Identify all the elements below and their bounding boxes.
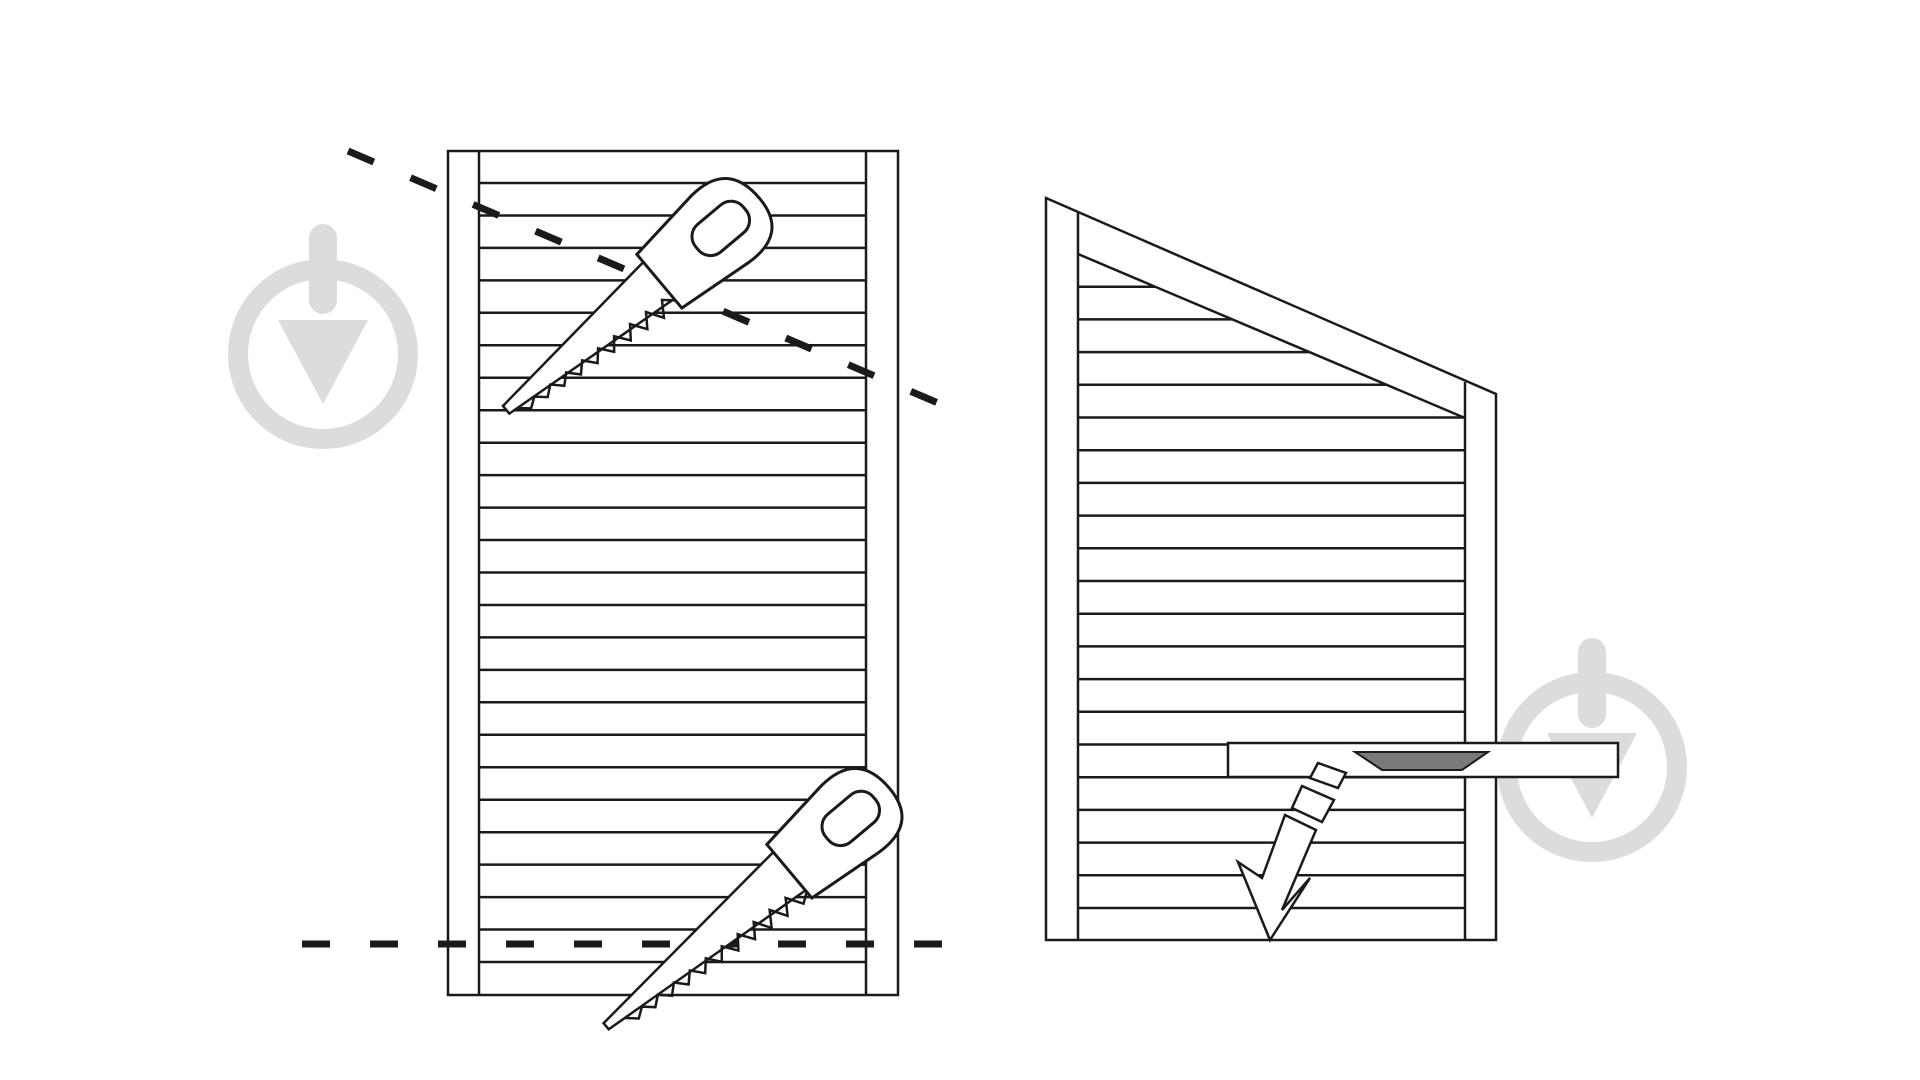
- right-shutter-panel: [1044, 196, 1498, 942]
- diagonal-cut-line: [346, 147, 954, 413]
- plane-blade: [1351, 751, 1492, 771]
- watermark-icon: [228, 224, 418, 449]
- right-panel-frame: [1044, 196, 1498, 942]
- direction-arrow-icon: [1235, 761, 1348, 943]
- cut-slat-edge: [1077, 252, 1466, 420]
- plane-icon: [1226, 741, 1620, 779]
- saw-icon: [601, 767, 904, 1032]
- right-slats: [1078, 285, 1465, 910]
- saw-icon: [501, 177, 774, 416]
